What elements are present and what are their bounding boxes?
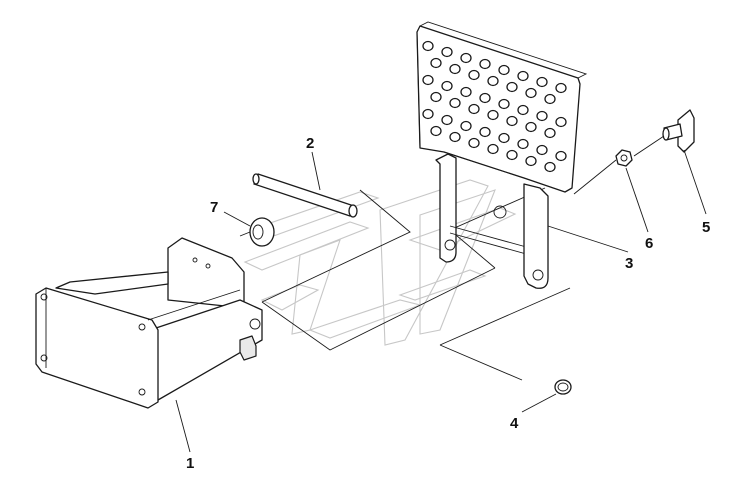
label-3: 3 — [625, 255, 633, 272]
perforation-hole — [468, 69, 480, 81]
perforation-hole — [536, 144, 548, 156]
retaining-ring — [554, 379, 572, 395]
perforation-hole — [498, 64, 510, 76]
perforation-hole — [555, 150, 567, 162]
label-2: 2 — [306, 135, 314, 152]
leader-lines — [175, 135, 707, 453]
nut — [615, 149, 633, 167]
perforation-hole — [487, 75, 499, 87]
pin — [252, 173, 358, 218]
perforation-hole — [525, 155, 537, 167]
perforation-hole — [468, 137, 480, 149]
perforation-hole — [441, 46, 453, 58]
perforation-hole — [544, 93, 556, 105]
bolt — [662, 109, 695, 153]
perforation-hole — [460, 52, 472, 64]
perforation-hole — [555, 82, 567, 94]
perforation-hole — [430, 91, 442, 103]
perforation-hole — [449, 63, 461, 75]
perforation-hole — [487, 109, 499, 121]
perforation-hole — [536, 76, 548, 88]
perforation-hole — [517, 104, 529, 116]
perforation-hole — [544, 127, 556, 139]
perforation-hole — [479, 58, 491, 70]
perforation-hole — [449, 131, 461, 143]
bracket-frame — [35, 237, 263, 409]
perforation-hole — [506, 149, 518, 161]
perforation-hole — [544, 161, 556, 173]
perforation-hole — [430, 125, 442, 137]
perforation-hole — [555, 116, 567, 128]
perforation-hole — [498, 98, 510, 110]
bushing — [239, 217, 275, 247]
plate-perforations — [422, 40, 567, 173]
perforation-hole — [498, 132, 510, 144]
perforation-hole — [460, 120, 472, 132]
perforation-hole — [517, 70, 529, 82]
label-5: 5 — [702, 219, 710, 236]
label-1: 1 — [186, 455, 194, 472]
step-plate — [416, 21, 588, 289]
perforation-hole — [430, 57, 442, 69]
perforation-hole — [422, 74, 434, 86]
perforation-hole — [536, 110, 548, 122]
watermark-emblem — [243, 179, 517, 346]
perforation-hole — [525, 87, 537, 99]
callout-labels: 1 2 3 4 5 6 7 — [186, 135, 710, 472]
perforation-hole — [479, 126, 491, 138]
perforation-hole — [517, 138, 529, 150]
label-6: 6 — [645, 235, 653, 252]
perforation-hole — [525, 121, 537, 133]
perforation-hole — [468, 103, 480, 115]
label-4: 4 — [510, 415, 519, 432]
perforation-hole — [506, 81, 518, 93]
perforation-hole — [422, 108, 434, 120]
perforation-hole — [460, 86, 472, 98]
perforation-hole — [441, 80, 453, 92]
perforation-hole — [506, 115, 518, 127]
perforation-hole — [479, 92, 491, 104]
label-7: 7 — [210, 199, 218, 216]
perforation-hole — [487, 143, 499, 155]
perforation-hole — [422, 40, 434, 52]
perforation-hole — [441, 114, 453, 126]
perforation-hole — [449, 97, 461, 109]
